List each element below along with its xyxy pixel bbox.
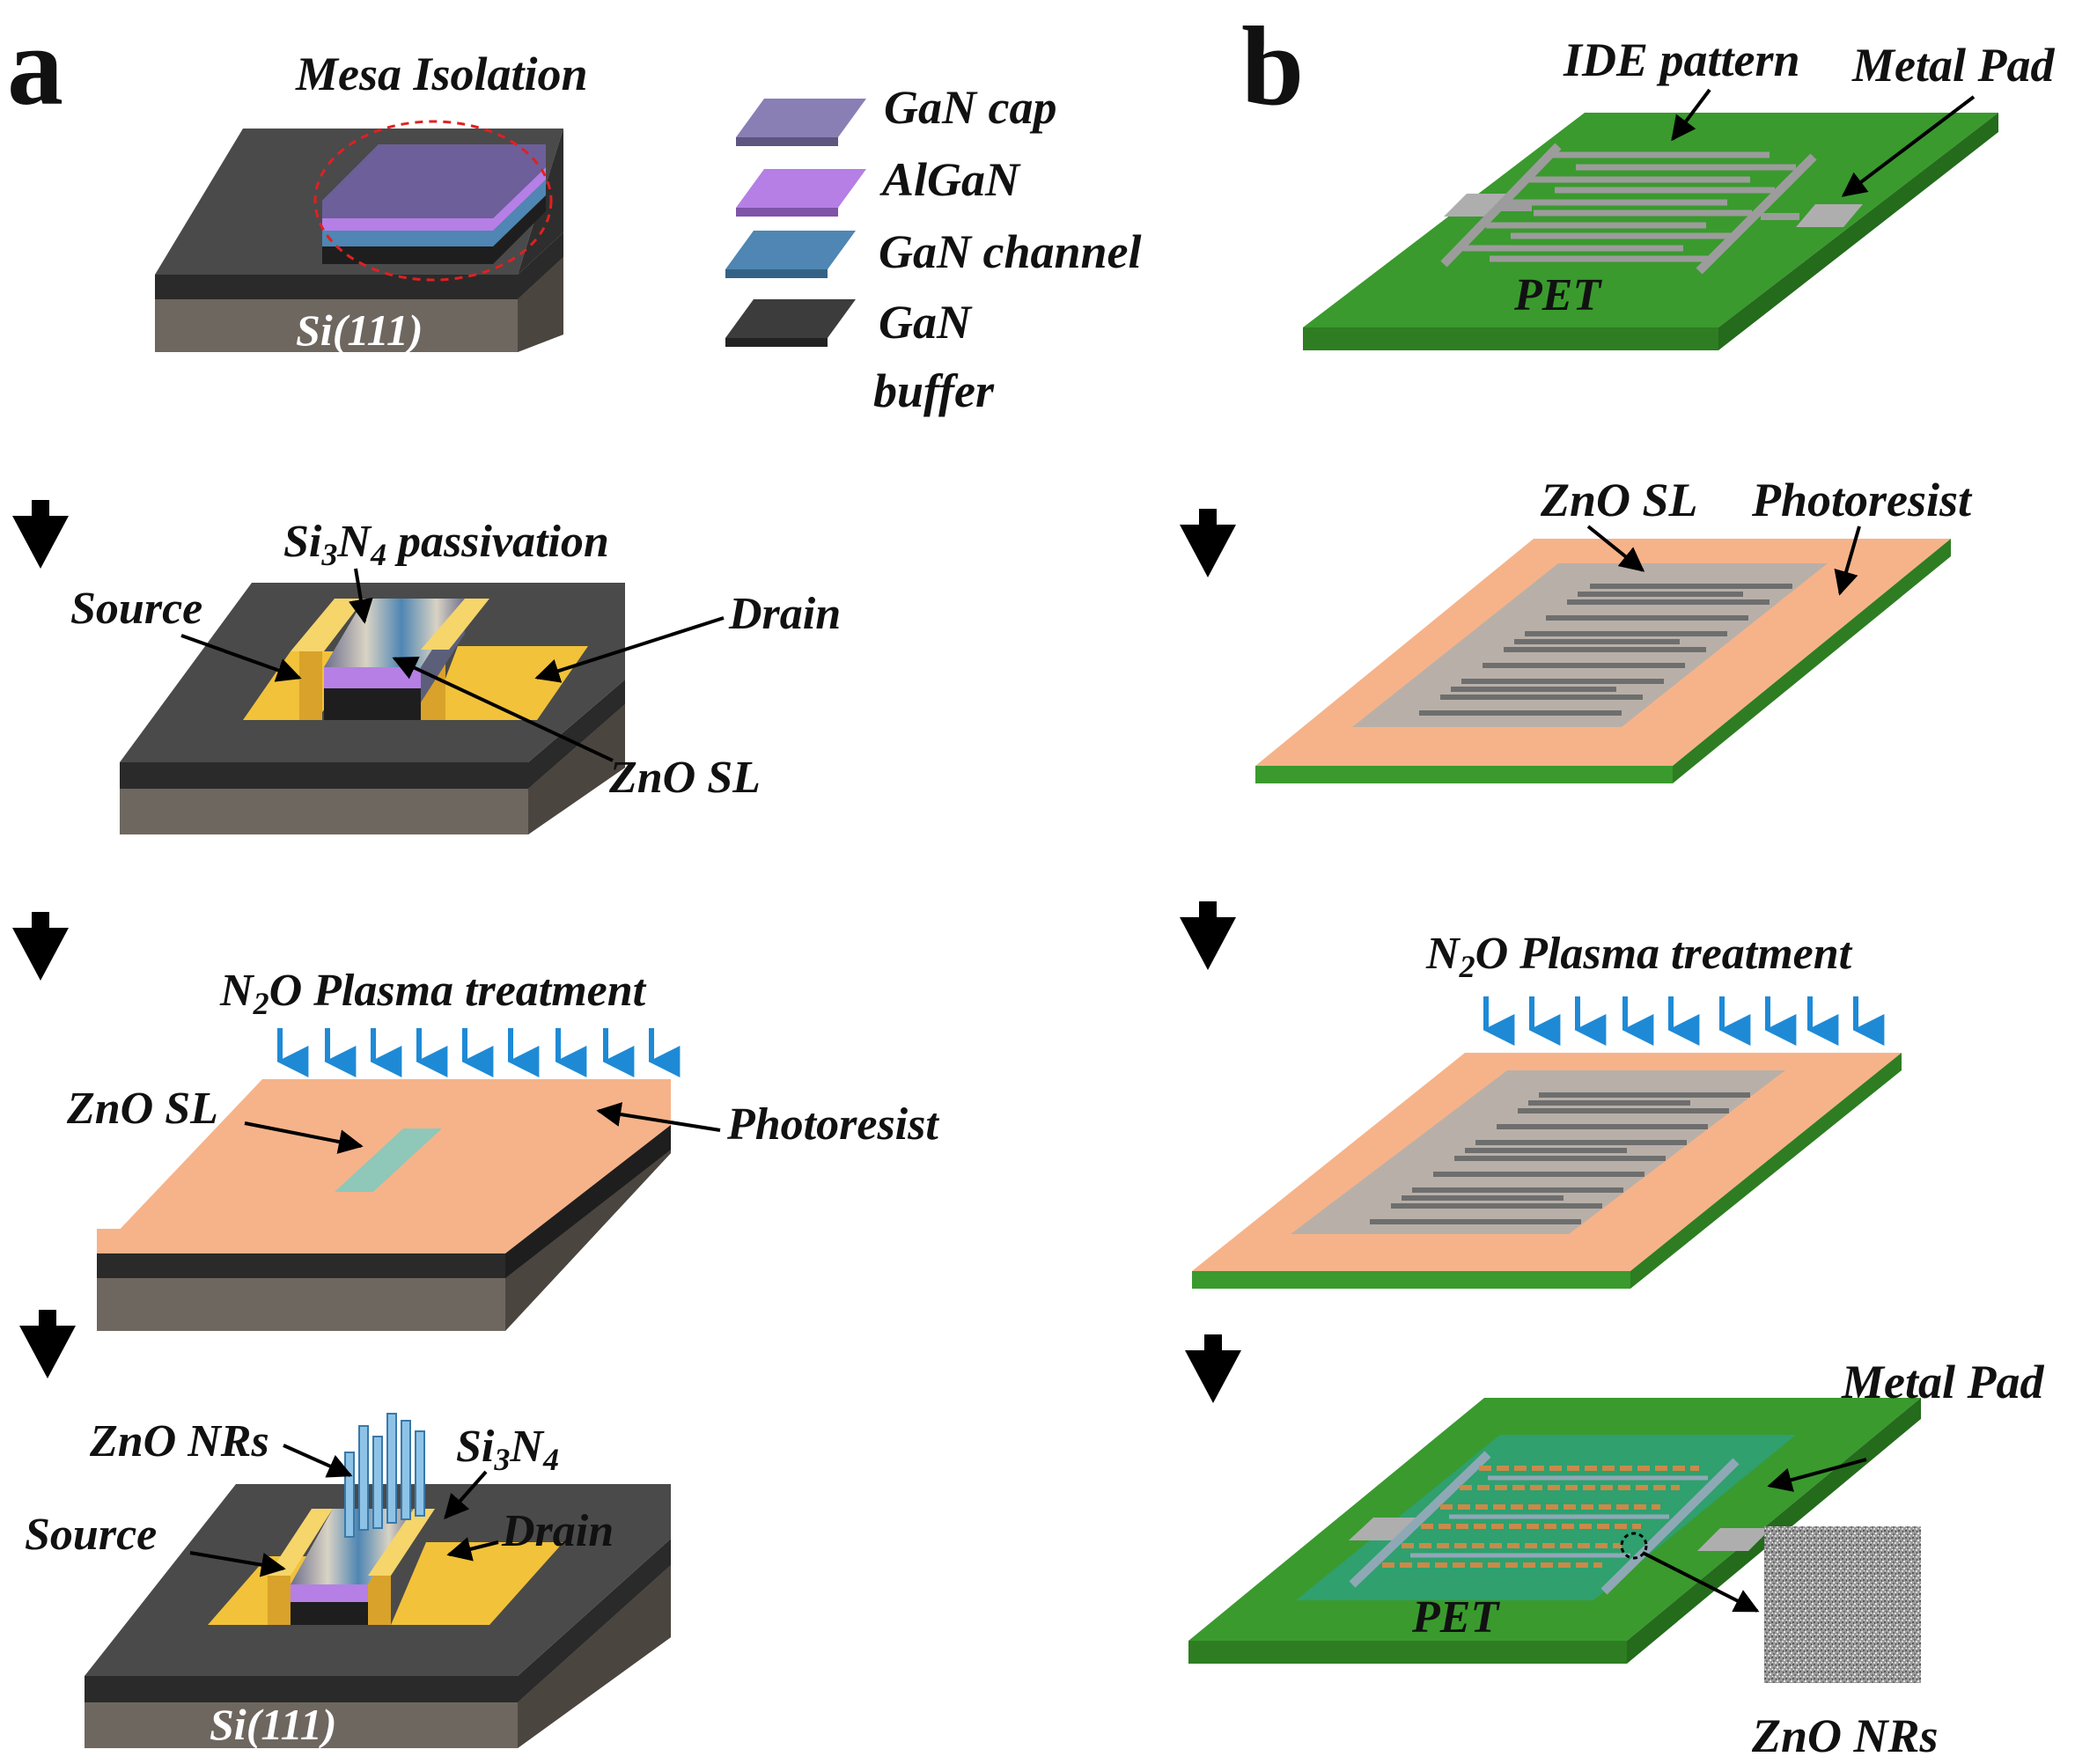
plasma-arrows-a3 xyxy=(276,1028,681,1077)
pet-label-b4: PET xyxy=(1411,1592,1500,1643)
source-label-a2: Source xyxy=(70,584,202,634)
legend-gan-channel: GaN channel xyxy=(879,225,1142,278)
zno-nrs-label-a4: ZnO NRs xyxy=(89,1416,269,1466)
photoresist-label-a3: Photoresist xyxy=(726,1099,939,1150)
drain-label-a2: Drain xyxy=(728,589,841,639)
process-arrow-b2 xyxy=(1180,917,1236,970)
panel-a-letter: a xyxy=(7,4,63,129)
panel-b-step1-device xyxy=(1303,113,1998,350)
process-arrow-b1 xyxy=(1180,525,1236,577)
si111-label-bottom: Si(111) xyxy=(210,1700,336,1749)
metal-pad-label-b1: Metal Pad xyxy=(1851,39,2055,92)
source-label-a4: Source xyxy=(25,1510,157,1560)
panel-a-step3-device xyxy=(97,1079,671,1331)
panel-b-step2-device xyxy=(1255,539,1951,783)
panel-a-step1-device xyxy=(155,120,563,352)
layer-legend xyxy=(725,99,866,347)
panel-b-step4-device xyxy=(1188,1398,1921,1683)
zno-nrs-label-b4: ZnO NRs xyxy=(1751,1709,1939,1762)
panel-b-letter: b xyxy=(1241,4,1304,129)
process-arrow-b3 xyxy=(1185,1350,1241,1403)
legend-gan-buffer-line2: buffer xyxy=(873,364,995,417)
zno-nrs-sem-inset xyxy=(1764,1526,1921,1683)
plasma-arrows-b3 xyxy=(1483,996,1885,1046)
zno-sl-label-b2: ZnO SL xyxy=(1540,474,1698,526)
pet-label-b1: PET xyxy=(1513,270,1602,320)
legend-gan-cap: GaN cap xyxy=(884,81,1056,134)
plasma-label-a3: N2O Plasma treatment xyxy=(219,966,647,1021)
drain-label-a4: Drain xyxy=(501,1506,614,1556)
si3n4-label-a4: Si3N4 xyxy=(456,1422,559,1477)
si3n4-passivation-label: Si3N4 passivation xyxy=(283,517,609,572)
process-arrow-a2 xyxy=(12,928,69,981)
ide-pattern-label: IDE pattern xyxy=(1563,33,1800,86)
mesa-isolation-label: Mesa Isolation xyxy=(295,48,588,100)
legend-gan-buffer-line1: GaN xyxy=(879,296,973,349)
plasma-label-b3: N2O Plasma treatment xyxy=(1425,929,1853,984)
photoresist-label-b2: Photoresist xyxy=(1751,474,1973,526)
process-arrow-a1 xyxy=(12,516,69,569)
si111-label-top: Si(111) xyxy=(296,305,423,355)
panel-a-step4-device xyxy=(85,1413,671,1748)
metal-pad-label-b4: Metal Pad xyxy=(1841,1356,2044,1408)
panel-a-step2-device xyxy=(120,583,625,834)
panel-b-step3-device xyxy=(1192,1053,1902,1289)
zno-sl-label-a2: ZnO SL xyxy=(608,753,761,803)
process-arrow-a3 xyxy=(19,1326,76,1378)
legend-algan: AlGaN xyxy=(879,153,1021,206)
zno-sl-label-a3: ZnO SL xyxy=(66,1084,218,1134)
